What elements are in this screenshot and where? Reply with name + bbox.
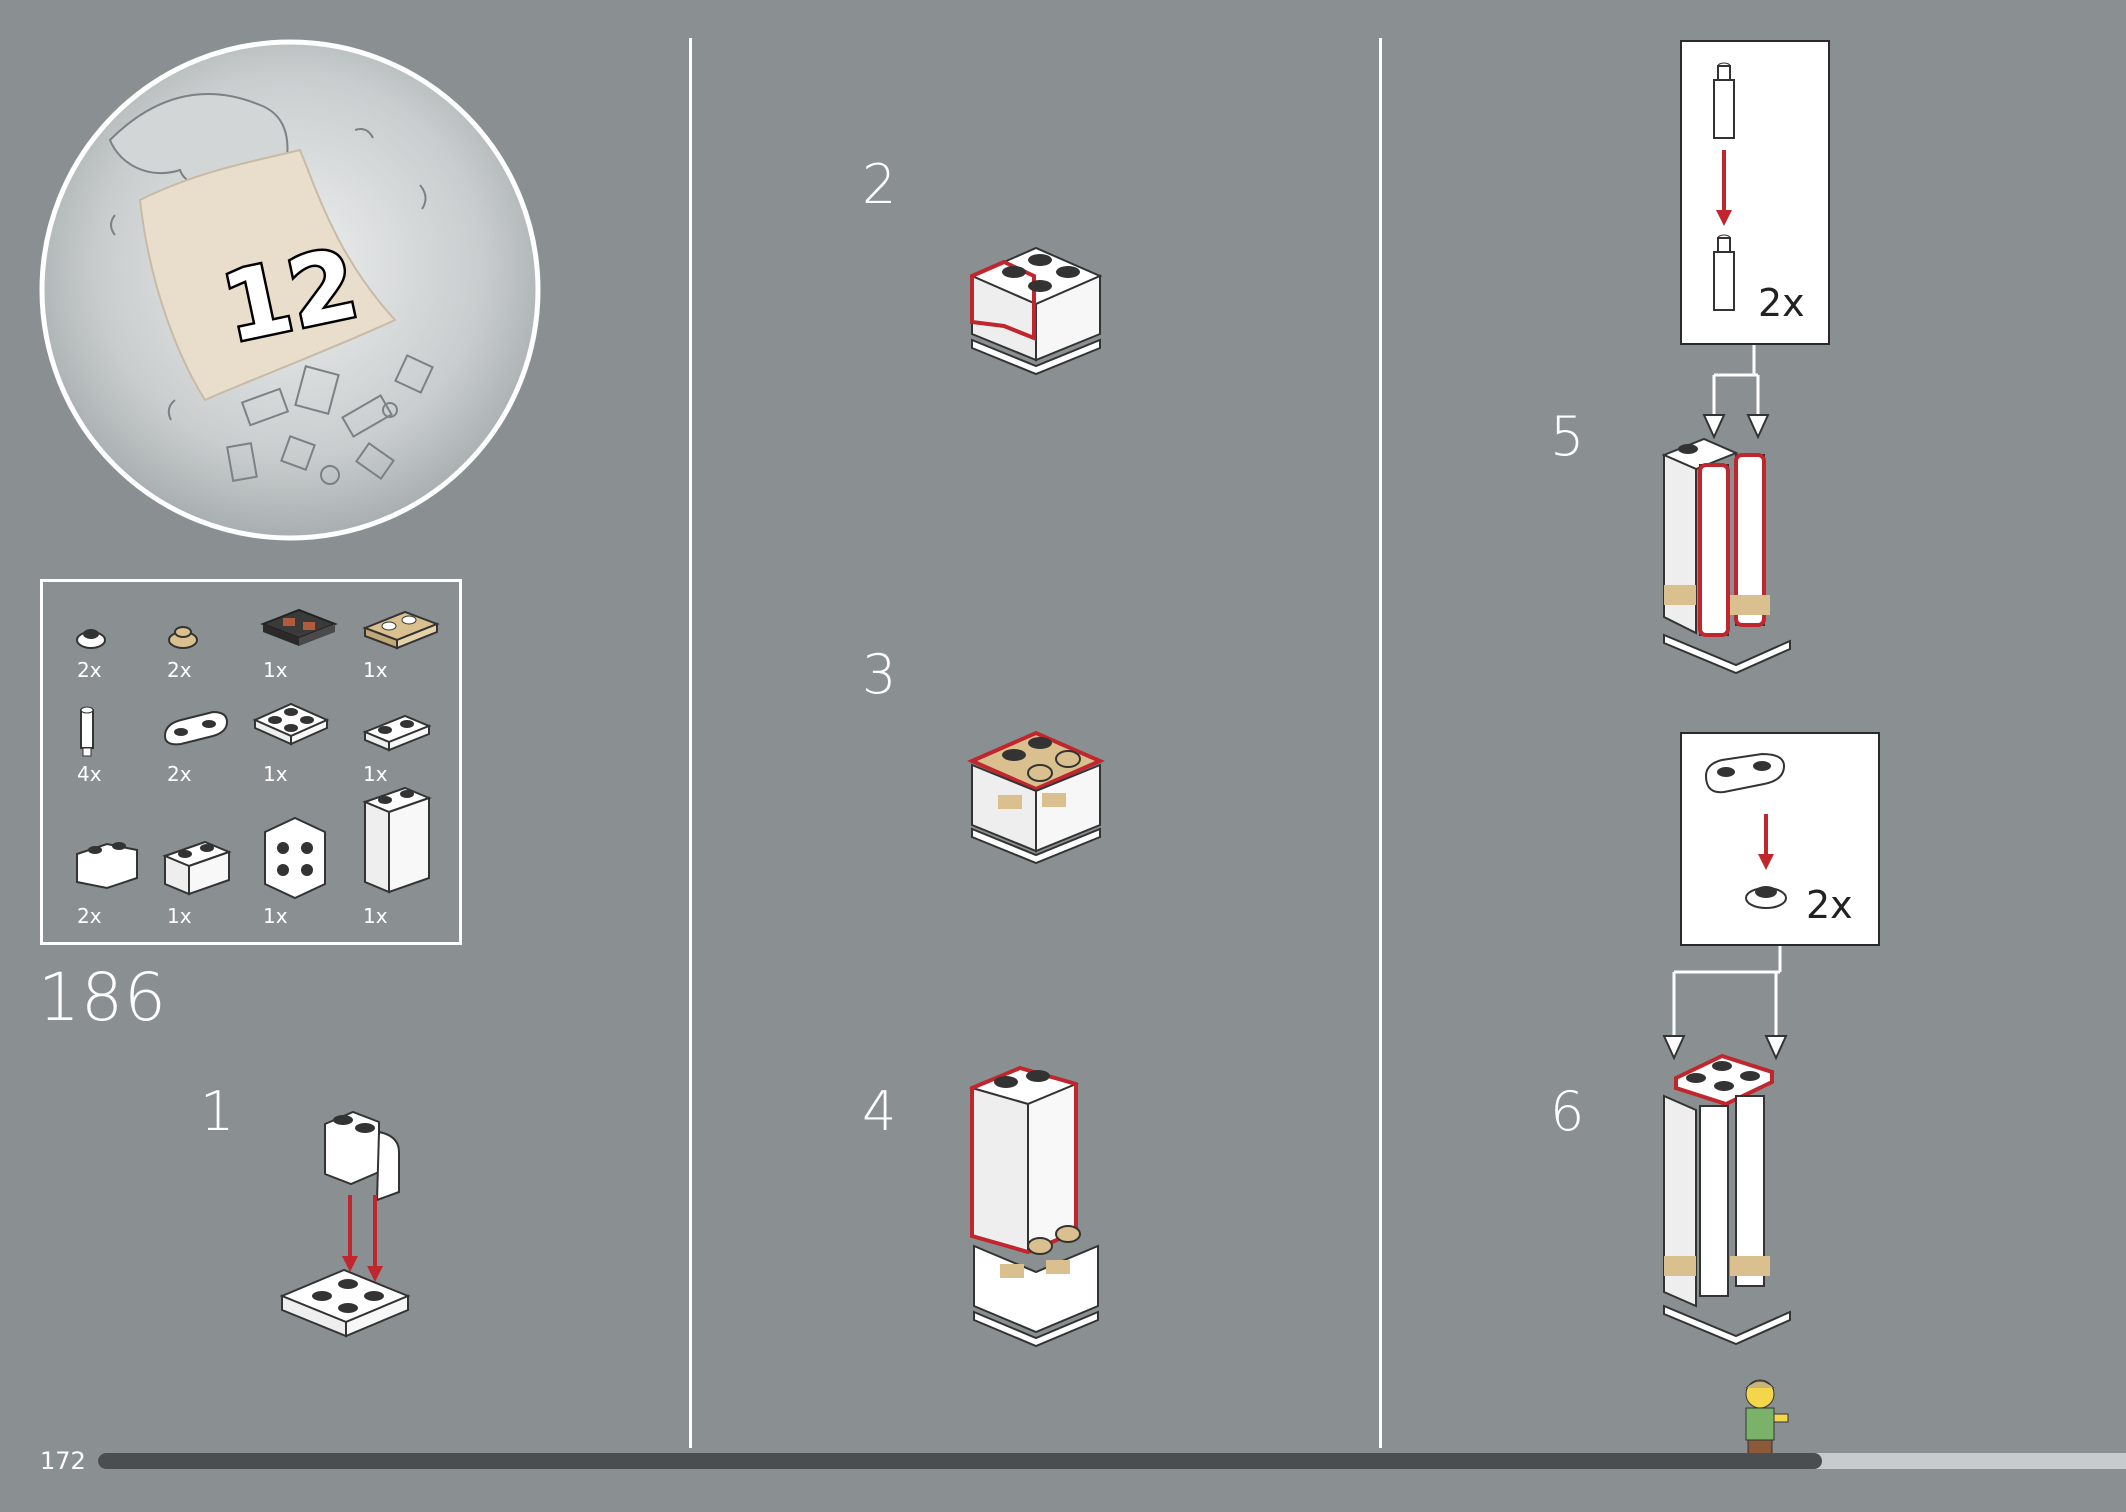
step-number-5: 5 [1550,405,1585,468]
step-4-illustration [968,1065,1099,1348]
step-3-illustration [967,730,1105,865]
step-number-4: 4 [862,1080,897,1143]
round-plate-1x1-tan-icon [168,626,198,649]
printed-tile-2x2-dark-icon [260,608,338,646]
part-count: 1x [363,904,388,928]
part-count: 2x [77,904,102,928]
column-divider-right [1379,38,1382,1448]
set-step-number: 186 [38,959,167,1036]
step-number-3: 3 [862,643,897,706]
step-5-callout: 2x [1680,40,1830,345]
progress-bar [98,1453,2126,1469]
callout-multiplier: 2x [1806,883,1853,927]
step-5-illustration [1661,345,1791,675]
part-count: 2x [167,762,192,786]
step-6-callout: 2x [1680,732,1880,946]
part-count: 4x [77,762,102,786]
bar-holder-white-icon [80,706,94,757]
step-6-illustration [1662,946,1791,1346]
step-1-illustration [279,1110,411,1338]
step-number-2: 2 [862,153,897,216]
brick-1x2x3-white-icon [362,786,432,894]
column-divider-left [689,38,692,1448]
brick-1x2-white-icon [162,840,232,896]
bracket-2x2-white-icon [264,816,326,900]
part-count: 2x [167,658,192,682]
part-count: 1x [363,658,388,682]
part-count: 1x [263,762,288,786]
plate-1x2-tan-icon [362,610,440,650]
step-5-callout-drawing [1713,62,1735,311]
part-count: 1x [363,762,388,786]
plate-1x2-white-icon [362,714,432,752]
parts-inventory-icons [76,608,440,900]
step-number-6: 6 [1550,1080,1585,1143]
step-2-illustration [969,246,1103,376]
callout-multiplier: 2x [1758,281,1805,325]
plate-1x2-rounded-white-icon [163,710,229,746]
bag-number: 12 [211,225,370,367]
part-count: 1x [263,904,288,928]
step-6-callout-drawing [1704,752,1787,909]
brick-1x2-rounded-white-icon [76,842,138,890]
part-count: 2x [77,658,102,682]
parts-inventory: 2x 2x 1x 1x 4x 2x 1x 1x 2x 1x 1x 1x [40,579,462,945]
round-plate-1x1-white-icon [76,629,106,649]
part-count: 1x [167,904,192,928]
page-number: 172 [40,1447,86,1475]
part-count: 1x [263,658,288,682]
minifigure-icon [1745,1379,1789,1467]
plate-2x2-white-icon [252,702,330,746]
step-number-1: 1 [200,1080,235,1143]
progress-fill [98,1453,1822,1469]
